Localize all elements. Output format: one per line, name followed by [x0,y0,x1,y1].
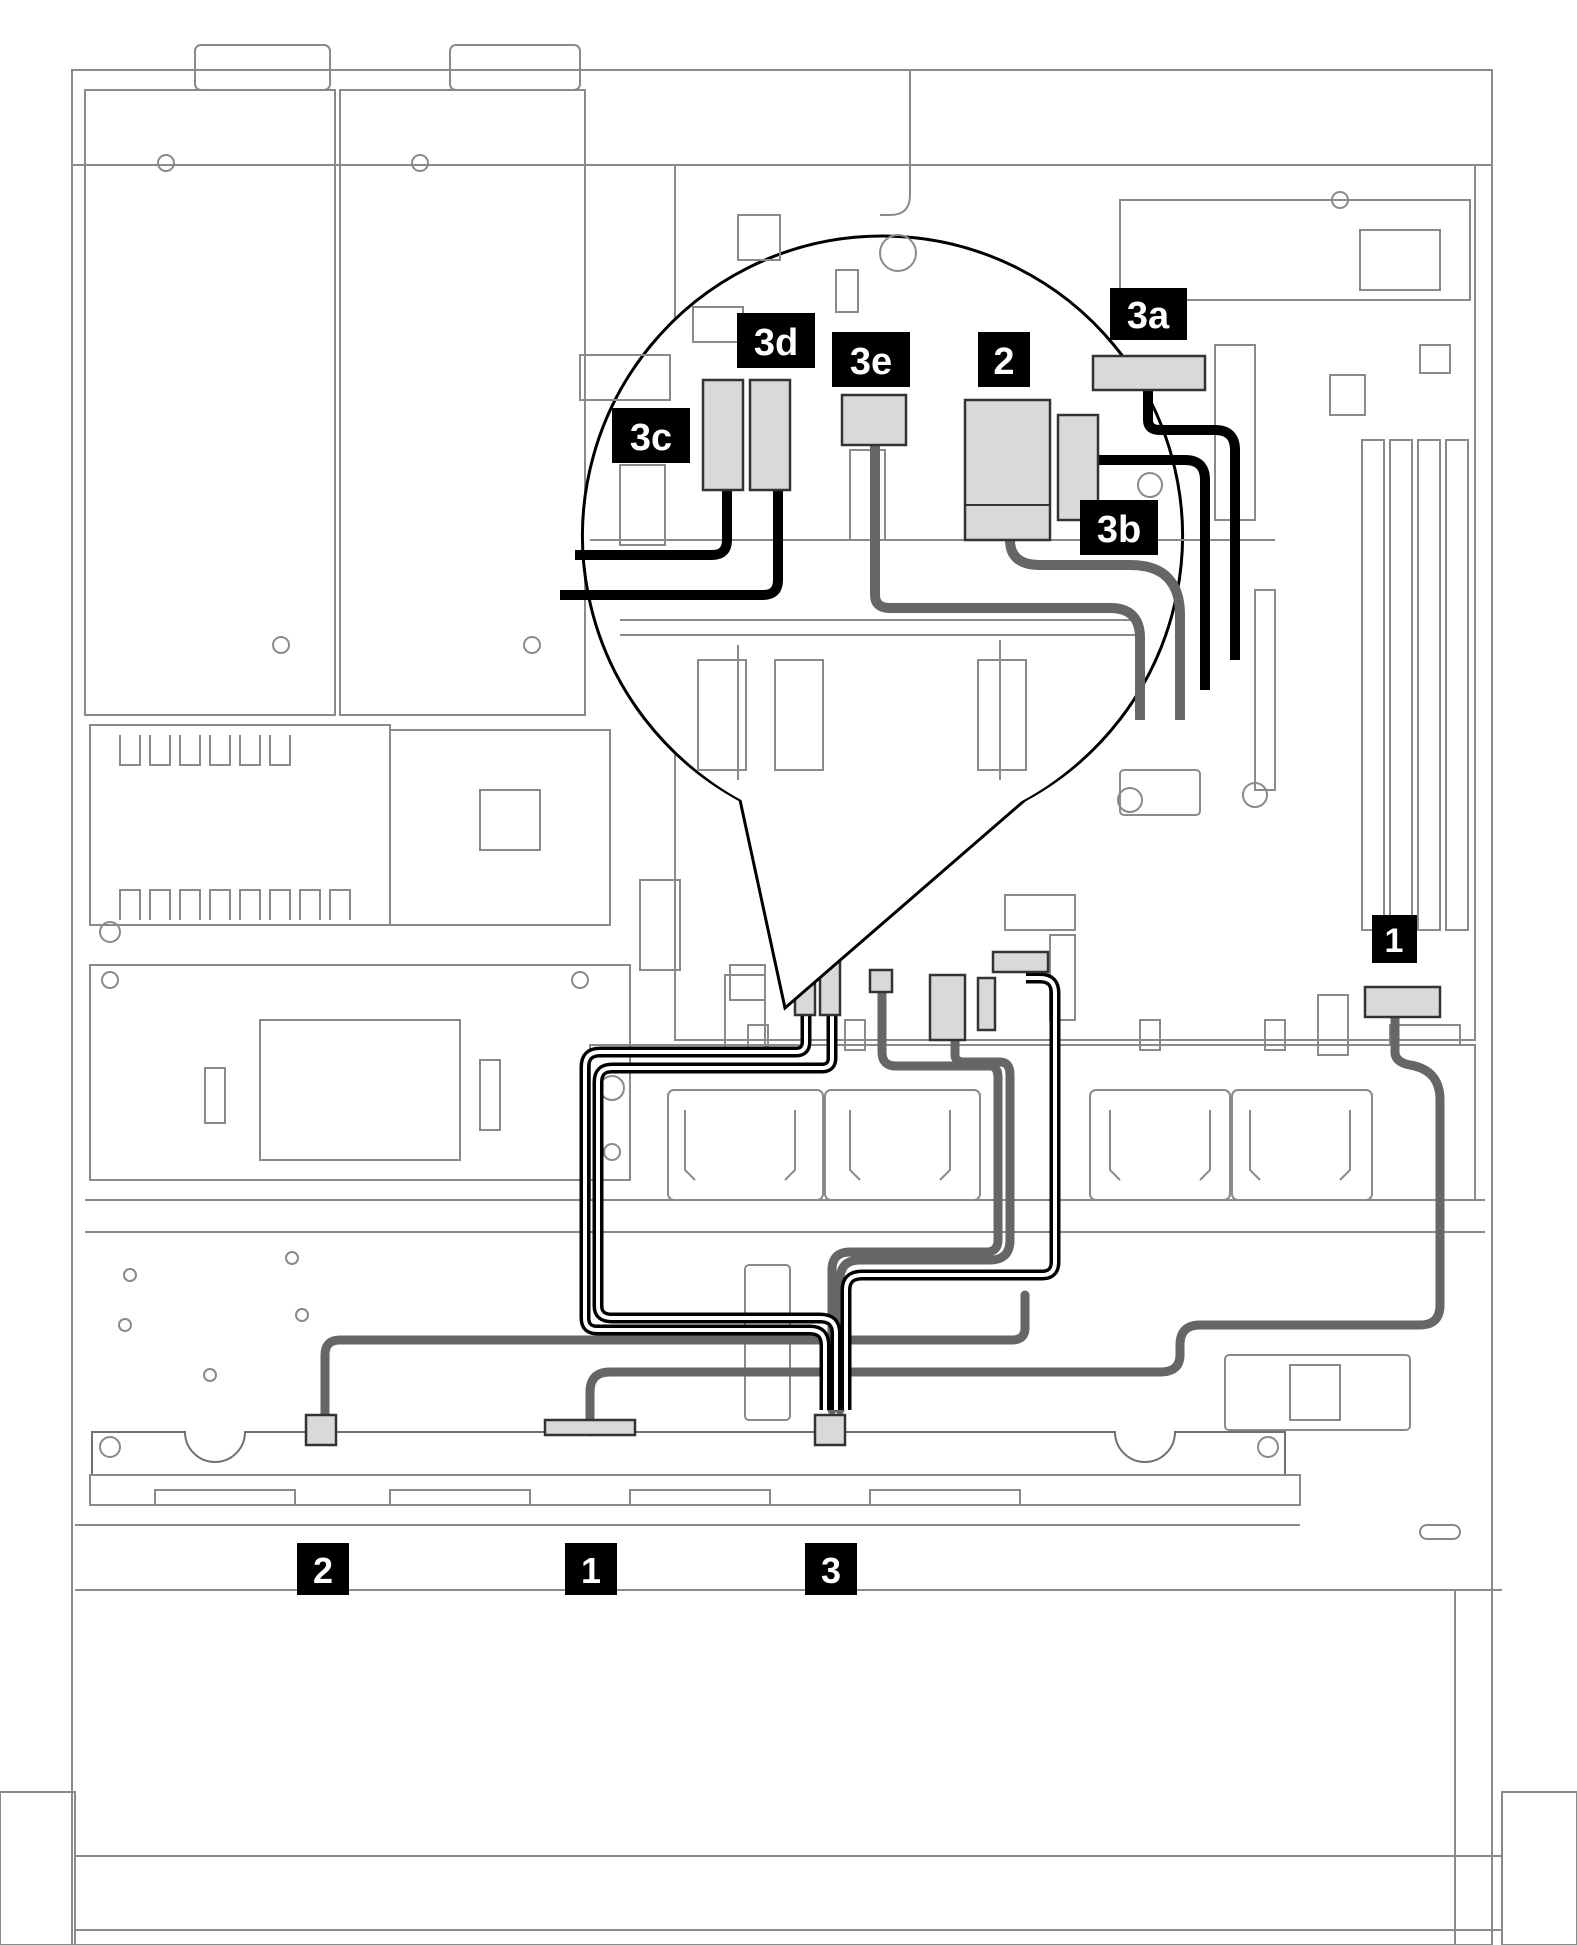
svg-text:2: 2 [993,341,1014,383]
callout-backplane-1: 1 [565,1543,617,1595]
power-supply-2 [339,44,586,716]
callout-zoom-3e: 3e [832,332,910,387]
svg-text:3d: 3d [754,322,798,364]
svg-text:3c: 3c [630,417,672,459]
zoom-detail [579,70,1276,1011]
server-chassis [0,69,1577,1945]
main-cables [320,972,1445,1437]
callout-zoom-2: 2 [978,332,1030,387]
zoom-cables [560,390,1240,720]
adapter-card [89,964,631,1181]
callout-zoom-3c: 3c [612,408,690,463]
riser-assembly [89,724,611,943]
power-supply-1 [84,44,336,716]
svg-text:2: 2 [313,1550,333,1591]
svg-text:1: 1 [1385,922,1404,960]
callout-zoom-3b: 3b [1080,500,1158,555]
svg-text:1: 1 [581,1550,601,1591]
svg-text:3b: 3b [1097,509,1141,551]
drive-backplane [75,1431,1461,1540]
svg-text:3a: 3a [1127,295,1170,337]
callout-zoom-3d: 3d [737,313,815,368]
callout-backplane-3: 3 [805,1543,857,1595]
callout-zoom-3a: 3a [1110,288,1187,340]
callout-backplane-2: 2 [297,1543,349,1595]
svg-text:3: 3 [821,1550,841,1591]
svg-text:3e: 3e [850,341,892,383]
callout-board-1: 1 [1372,915,1417,963]
